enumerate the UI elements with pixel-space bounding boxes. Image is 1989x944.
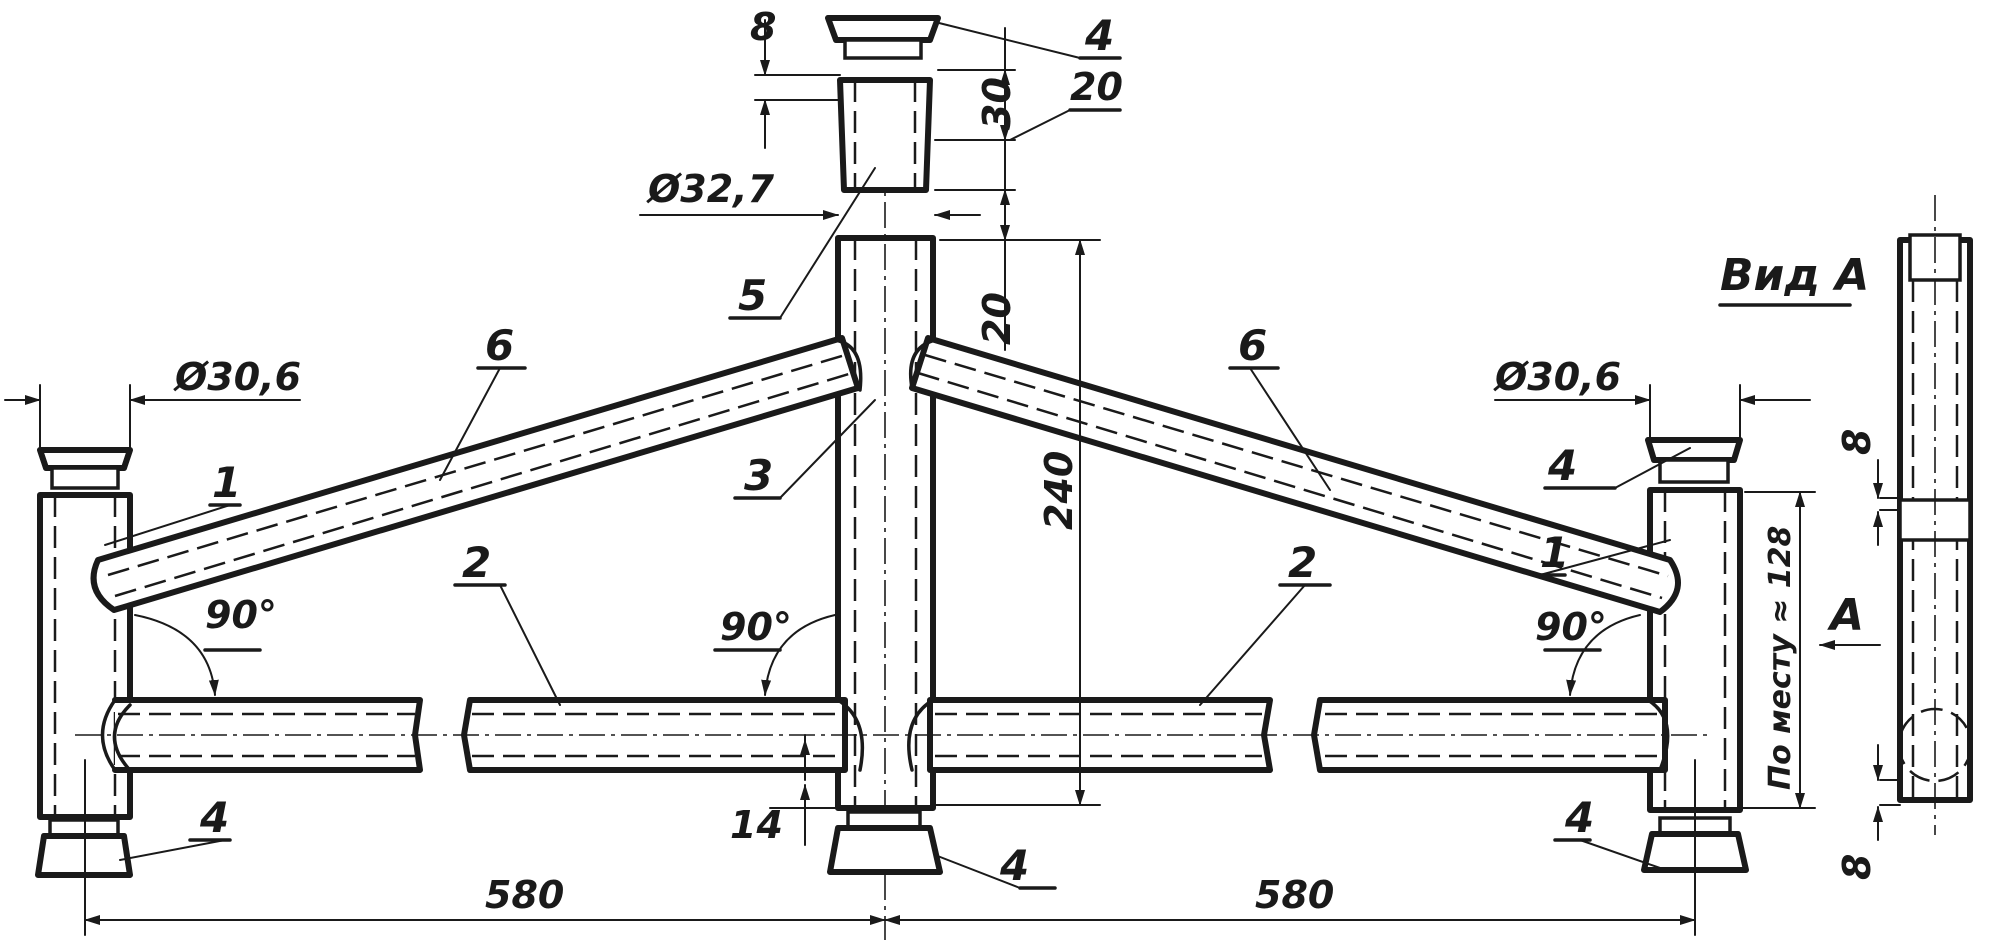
dim-580-left: 580: [485, 873, 564, 917]
dim-30: 30: [975, 77, 1019, 130]
view-a-side: [1718, 195, 1973, 841]
view-a-arrow-label: А: [1827, 590, 1864, 641]
center-top-insert: [837, 77, 933, 193]
label-part-6-right: 6: [1238, 321, 1267, 370]
dim-dia-left: Ø30,6: [173, 355, 301, 399]
dim-dia-right: Ø30,6: [1493, 355, 1621, 399]
label-part-1-left: 1: [212, 458, 241, 507]
leader-lines: [104, 21, 1691, 890]
dim-8-view-top: 8: [1835, 429, 1879, 455]
label-part-5: 5: [738, 271, 767, 320]
dim-dia-center: Ø32,7: [646, 167, 775, 211]
view-a-title: Вид А: [1720, 250, 1869, 301]
dim-20-side: 20: [975, 292, 1019, 345]
dim-14: 14: [730, 803, 783, 847]
label-part-2-right: 2: [1288, 538, 1317, 587]
dim-angle-left: 90°: [205, 593, 277, 637]
cap-top-right: [1645, 437, 1743, 484]
dim-angle-right: 90°: [1535, 605, 1607, 649]
dim-580-right: 580: [1255, 873, 1334, 917]
label-part-4-center-bottom: 4: [999, 841, 1029, 890]
label-part-3: 3: [744, 451, 773, 500]
label-part-4-top: 4: [1084, 11, 1114, 60]
weld-beads: [112, 338, 1670, 772]
label-part-6-left: 6: [485, 321, 514, 370]
label-part-4-left-bottom: 4: [199, 793, 229, 842]
dim-8-view-bottom: 8: [1835, 854, 1879, 880]
dim-angle-center: 90°: [720, 605, 792, 649]
dimension-lines: [4, 19, 1881, 936]
dim-in-place-128: По месту ≈ 128: [1763, 526, 1798, 790]
label-part-4-right-bottom: 4: [1564, 793, 1594, 842]
brace-left: [90, 335, 861, 613]
dim-240: 240: [1037, 451, 1081, 530]
cap-bottom-center: [827, 810, 943, 875]
label-part-1-right: 1: [1540, 528, 1569, 577]
dim-8-top: 8: [750, 5, 776, 49]
label-part-4-right-top: 4: [1547, 441, 1577, 490]
brace-right: [909, 335, 1681, 615]
cap-top-center: [825, 15, 941, 60]
dim-20-top: 20: [1070, 65, 1123, 109]
label-part-2-left: 2: [462, 538, 491, 587]
cap-top-left: [37, 447, 133, 490]
